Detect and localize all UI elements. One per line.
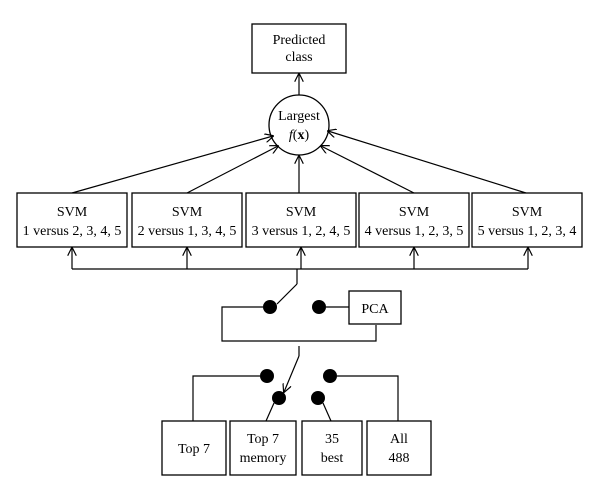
- feature-label-line2: 488: [389, 451, 410, 466]
- arrow-svm4-to-largest: [321, 146, 415, 194]
- svm-label: 5 versus 1, 2, 3, 4: [478, 224, 577, 239]
- svm-title: SVM: [57, 205, 88, 220]
- wire-top7: [192, 375, 260, 421]
- pca-bypass-loop: [221, 306, 377, 342]
- feature-label-line1: Top 7: [247, 432, 279, 447]
- switch-contact-raw: [263, 300, 277, 314]
- fx-label: f(x): [289, 128, 310, 143]
- wire-top7-memory: [265, 402, 275, 422]
- svm-title: SVM: [286, 205, 317, 220]
- feature-label-line2: memory: [240, 451, 287, 466]
- arrow-svm5-to-largest: [328, 131, 527, 194]
- predicted-class-label-line2: class: [285, 50, 312, 65]
- close-paren: ): [304, 128, 309, 143]
- svm-title: SVM: [399, 205, 430, 220]
- feature-box-top7: Top 7: [161, 420, 227, 476]
- feature-box-35best: 35 best: [301, 420, 363, 476]
- svm-title: SVM: [172, 205, 203, 220]
- x-symbol: x: [297, 128, 304, 143]
- contact-top7-memory: [272, 391, 286, 405]
- lower-switch-lever: [284, 355, 300, 392]
- svm-label: 1 versus 2, 3, 4, 5: [23, 224, 122, 239]
- switch-contact-pca: [312, 300, 326, 314]
- arrow-svm1-to-largest: [71, 136, 273, 194]
- feature-label: Top 7: [178, 442, 210, 457]
- predicted-class-box: Predicted class: [251, 23, 347, 74]
- largest-label: Largest: [278, 109, 320, 124]
- contact-all488: [323, 369, 337, 383]
- pca-label: PCA: [361, 302, 389, 317]
- largest-fx-node: Largest f(x): [268, 94, 330, 156]
- svm-box-1: SVM 1 versus 2, 3, 4, 5: [16, 192, 128, 248]
- feature-label-line1: All: [390, 432, 408, 447]
- upper-switch-lever: [276, 283, 298, 305]
- svm-box-4: SVM 4 versus 1, 2, 3, 5: [358, 192, 470, 248]
- svm-title: SVM: [512, 205, 543, 220]
- svm-label: 3 versus 1, 2, 4, 5: [252, 224, 351, 239]
- svm-box-3: SVM 3 versus 1, 2, 4, 5: [245, 192, 357, 248]
- feature-label-line2: best: [321, 451, 344, 466]
- wire-35best: [322, 402, 332, 422]
- svm-label: 2 versus 1, 3, 4, 5: [138, 224, 237, 239]
- contact-top7: [260, 369, 274, 383]
- pca-box: PCA: [348, 290, 402, 325]
- feature-label-line1: 35: [325, 432, 339, 447]
- svm-label: 4 versus 1, 2, 3, 5: [365, 224, 464, 239]
- open-paren: (: [293, 128, 298, 143]
- feature-box-top7-memory: Top 7 memory: [229, 420, 297, 476]
- contact-35best: [311, 391, 325, 405]
- wire-all488: [337, 375, 399, 421]
- arrow-svm2-to-largest: [186, 146, 278, 194]
- svm-box-5: SVM 5 versus 1, 2, 3, 4: [471, 192, 583, 248]
- predicted-class-label-line1: Predicted: [273, 33, 326, 48]
- svm-box-2: SVM 2 versus 1, 3, 4, 5: [131, 192, 243, 248]
- f-symbol: f: [289, 128, 295, 143]
- feature-box-all488: All 488: [366, 420, 432, 476]
